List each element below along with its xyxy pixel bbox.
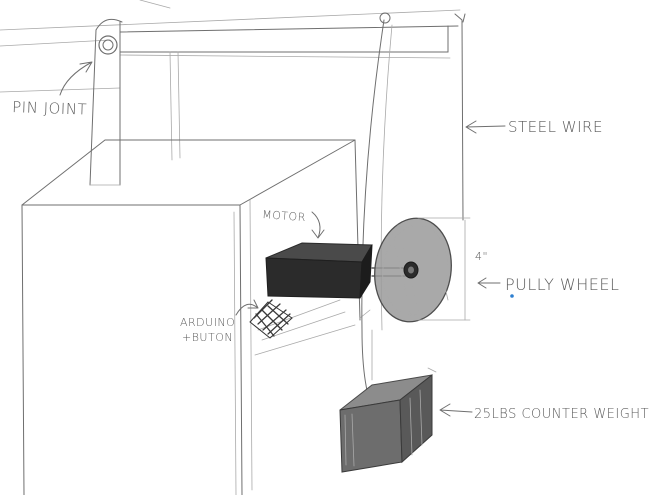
arduino-label-line2: +BUTON <box>182 331 233 344</box>
arduino-label-line1: ARDUINO <box>180 316 235 329</box>
motor-label: MOTOR <box>262 208 306 224</box>
overhead-frame <box>0 0 461 93</box>
motor-arrow-icon <box>311 211 325 239</box>
counter-weight-label: 25LBS COUNTER WEIGHT <box>474 407 649 422</box>
dimension-label: 4" <box>475 250 488 263</box>
arduino-arrow-icon <box>235 299 259 316</box>
pin-joint-label: PIN JOINT <box>12 98 88 119</box>
annotation-arrows <box>59 61 506 417</box>
pin-joint-outer-ring <box>98 35 118 55</box>
wire-top-pulley-icon <box>379 12 391 24</box>
steel-wire-arrow-icon <box>465 120 506 134</box>
arduino-button <box>249 299 293 339</box>
pully-wheel-label: PULLY WHEEL <box>505 275 619 294</box>
steel-wire <box>361 12 466 396</box>
accent-dot <box>510 294 514 298</box>
steel-wire-label: STEEL WIRE <box>508 118 603 136</box>
counter-weight-arrow-icon <box>439 403 473 417</box>
pulley-wheel <box>374 217 452 323</box>
pin-joint-inner-ring <box>102 39 114 51</box>
dimension-marker <box>417 217 471 321</box>
pully-wheel-arrow-icon <box>477 277 501 289</box>
base-housing-box <box>21 139 371 495</box>
pin-joint-arrow-icon <box>59 61 93 96</box>
counter-weight <box>339 367 437 473</box>
pin-joint-post <box>89 18 181 186</box>
motor <box>265 242 411 299</box>
